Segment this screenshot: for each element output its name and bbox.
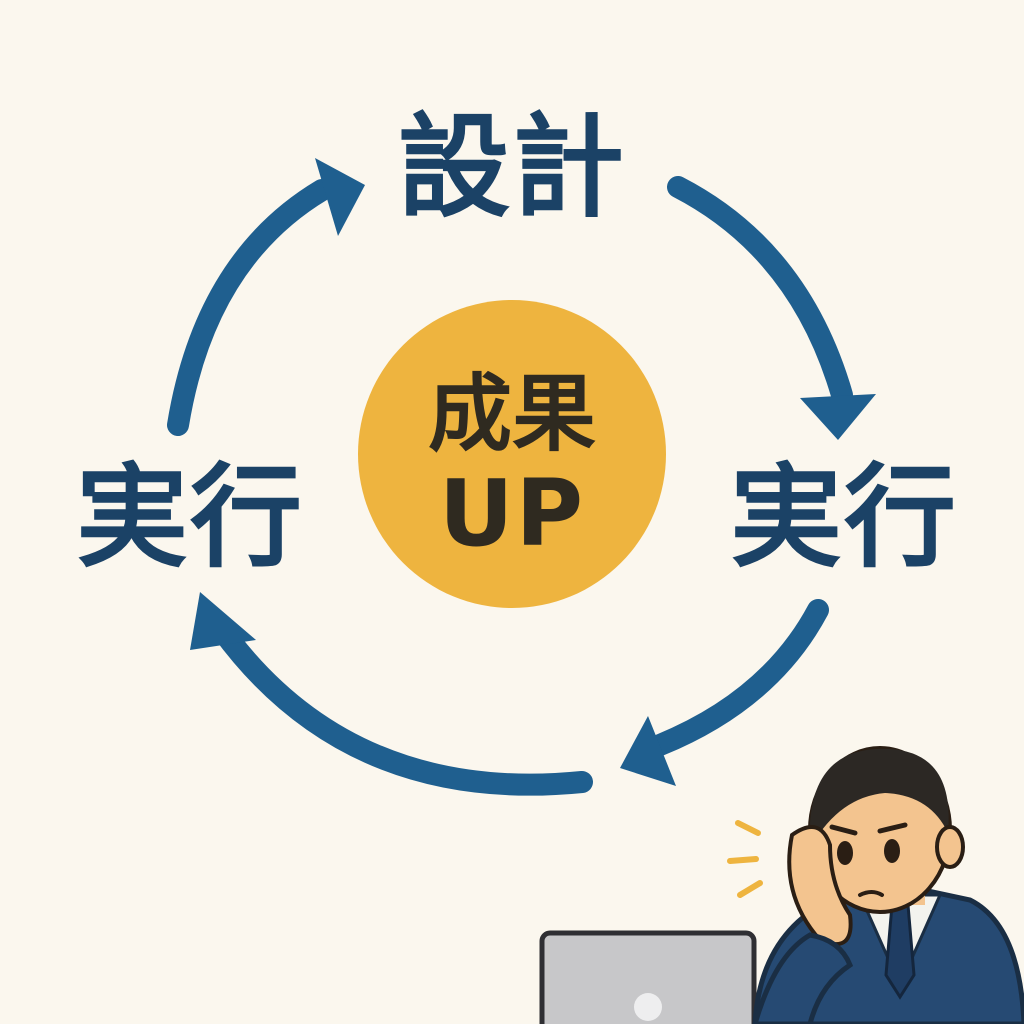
worried-businessman-icon [539, 746, 1024, 1024]
laptop-icon [539, 930, 757, 1024]
arrowhead-bottom-right-icon [620, 716, 676, 786]
step-label-design: 設計 [398, 103, 626, 233]
arrowhead-right-icon [800, 394, 876, 440]
arrowhead-top-left-icon [315, 158, 365, 236]
arrow-bottom-right-icon [649, 599, 829, 756]
arrow-top-left-icon [167, 179, 333, 436]
step-label-execute-left: 実行 [76, 453, 304, 583]
arrow-bottom-left-icon [211, 619, 593, 796]
center-text-up: UP [438, 460, 586, 567]
arrow-top-right-icon [667, 176, 853, 406]
step-label-execute-right: 実行 [730, 453, 958, 583]
center-result-badge: 成果 UP [358, 300, 666, 608]
arrowhead-bottom-left-icon [190, 592, 256, 650]
center-text-result: 成果 [427, 365, 596, 463]
